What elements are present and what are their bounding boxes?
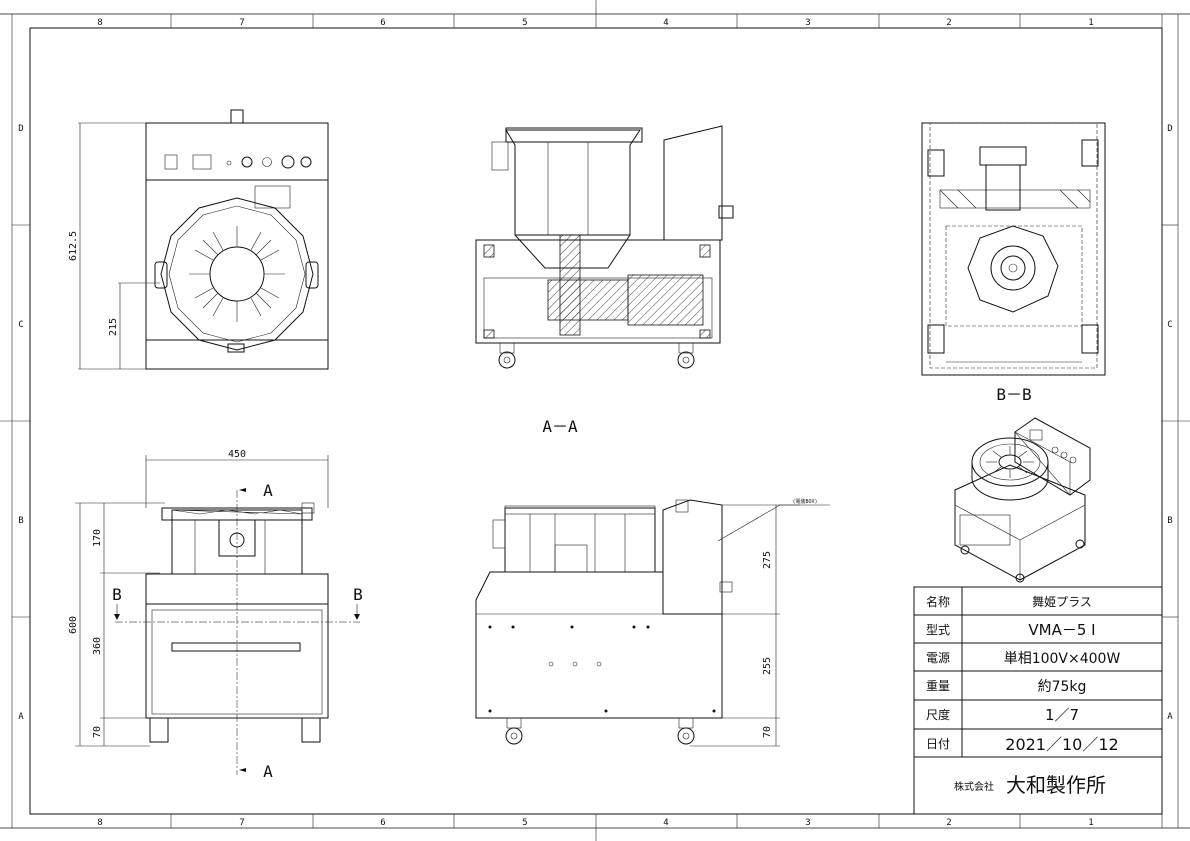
dim-side-top: 170	[92, 529, 103, 547]
dim-side-total: 600	[68, 616, 79, 634]
tb-company-name: 大和製作所	[1006, 773, 1106, 797]
col-label-3-top: 3	[805, 18, 810, 28]
section-bb-label: B－B	[996, 385, 1031, 404]
tb-label-name: 名称	[926, 594, 950, 609]
row-label-b-left: B	[18, 516, 23, 526]
row-label-d-left: D	[18, 124, 23, 134]
dim-front-height: 612.5	[68, 231, 79, 261]
tb-value-model: VMA－5 I	[1028, 621, 1095, 639]
col-label-5-bottom: 5	[522, 818, 527, 828]
dim-front-lower: 215	[108, 318, 119, 336]
col-label-8-top: 8	[97, 18, 102, 28]
col-label-5-top: 5	[522, 18, 527, 28]
dim-side-mid: 360	[92, 637, 103, 655]
cut-b-right-label: B	[353, 585, 363, 604]
section-aa-view	[475, 125, 734, 369]
col-label-6-bottom: 6	[380, 818, 385, 828]
col-label-6-top: 6	[380, 18, 385, 28]
tb-label-date: 日付	[926, 737, 950, 751]
section-aa-label: A－A	[542, 417, 578, 436]
tb-label-weight: 重量	[926, 679, 950, 693]
tb-value-date: 2021／10／12	[1005, 735, 1118, 754]
side-view	[75, 455, 360, 775]
tb-value-scale: 1／7	[1045, 706, 1079, 724]
row-label-c-left: C	[18, 320, 23, 330]
col-label-3-bottom: 3	[805, 818, 810, 828]
cut-a-bottom-label: A	[263, 762, 273, 781]
row-label-c-right: C	[1167, 320, 1172, 330]
row-dividers	[0, 14, 1190, 828]
col-label-7-top: 7	[239, 18, 244, 28]
cut-b-left-label: B	[112, 585, 122, 604]
col-label-2-top: 2	[946, 18, 951, 28]
col-label-4-bottom: 4	[663, 818, 668, 828]
tb-label-power: 電源	[926, 651, 950, 665]
rear-view	[475, 499, 830, 747]
front-view	[78, 109, 329, 370]
col-label-1-top: 1	[1088, 18, 1093, 28]
tb-value-weight: 約75kg	[1038, 679, 1087, 695]
col-label-7-bottom: 7	[239, 818, 244, 828]
tb-company-prefix: 株式会社	[954, 780, 994, 793]
dim-side-width: 450	[228, 449, 246, 460]
tb-value-power: 単相100V×400W	[1004, 651, 1121, 667]
note-box-label: (電装BOX)	[792, 498, 817, 505]
cut-a-top-label: A	[263, 481, 273, 500]
tb-value-name: 舞姫プラス	[1032, 595, 1092, 609]
title-block	[913, 586, 1163, 815]
tb-label-scale: 尺度	[926, 707, 950, 722]
row-label-a-right: A	[1167, 712, 1173, 722]
row-label-b-right: B	[1167, 516, 1172, 526]
dim-rear-mid: 255	[762, 657, 773, 675]
dim-rear-bottom: 70	[762, 726, 773, 738]
column-dividers	[170, 0, 1163, 841]
row-label-a-left: A	[18, 712, 24, 722]
dim-rear-upper: 275	[762, 551, 773, 569]
col-label-2-bottom: 2	[946, 818, 951, 828]
col-label-4-top: 4	[663, 18, 668, 28]
section-bb-view	[921, 122, 1106, 376]
tb-label-model: 型式	[926, 623, 950, 637]
isometric-view	[954, 417, 1091, 583]
col-label-8-bottom: 8	[97, 818, 102, 828]
dim-side-bottom: 70	[92, 726, 103, 738]
col-label-1-bottom: 1	[1088, 818, 1093, 828]
row-label-d-right: D	[1167, 124, 1172, 134]
